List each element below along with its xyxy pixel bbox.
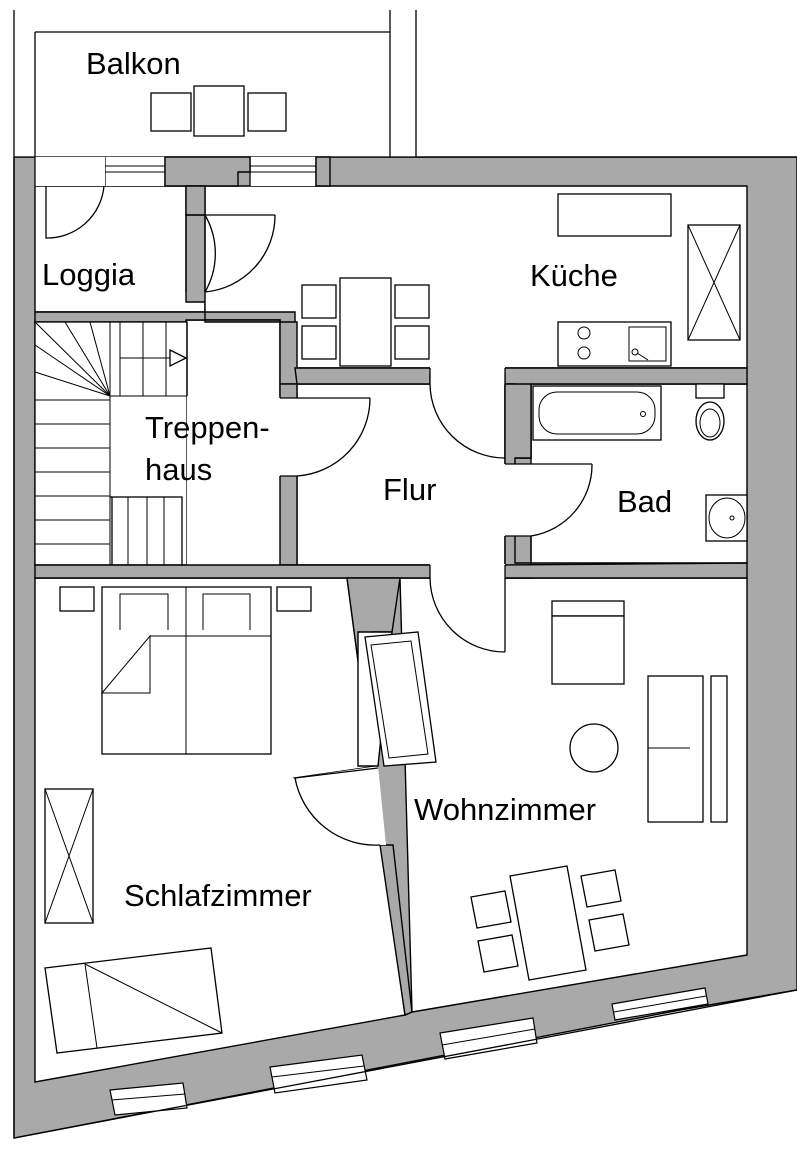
bathroom-furniture (532, 383, 748, 542)
label-bad: Bad (617, 484, 672, 519)
wall-segment (315, 156, 331, 187)
label-kueche: Küche (530, 258, 618, 293)
label-loggia: Loggia (42, 257, 136, 292)
kitchen-furniture (301, 193, 741, 367)
wall-segment (164, 156, 251, 187)
outer-outline (13, 157, 797, 1139)
label-treppenhaus-1: Treppen- (145, 410, 270, 445)
wall-segment (34, 562, 748, 579)
bedroom-furniture (44, 586, 312, 1054)
schlaf-wohn-door (294, 766, 386, 846)
label-wohnzimmer: Wohnzimmer (414, 792, 596, 827)
balcony (0, 0, 797, 158)
wohnzimmer-sideboard (357, 631, 437, 767)
label-schlafzimmer: Schlafzimmer (124, 878, 312, 913)
flur-wohnzimmer-door (429, 564, 506, 653)
label-balkon: Balkon (86, 46, 181, 81)
room-loggia-area (34, 185, 206, 313)
wall-schlaf-wohn-lower (379, 844, 413, 1017)
staircase (34, 321, 280, 566)
bottom-windows (109, 987, 709, 1116)
living-furniture (470, 600, 728, 981)
loggia-kueche-wall (185, 214, 276, 293)
wall-segment (185, 185, 206, 216)
label-treppenhaus-2: haus (145, 452, 212, 487)
balcony-table (150, 85, 287, 137)
kueche-balcony-window (249, 157, 317, 186)
loggia-balcony-door (34, 157, 166, 239)
label-flur: Flur (383, 472, 436, 507)
